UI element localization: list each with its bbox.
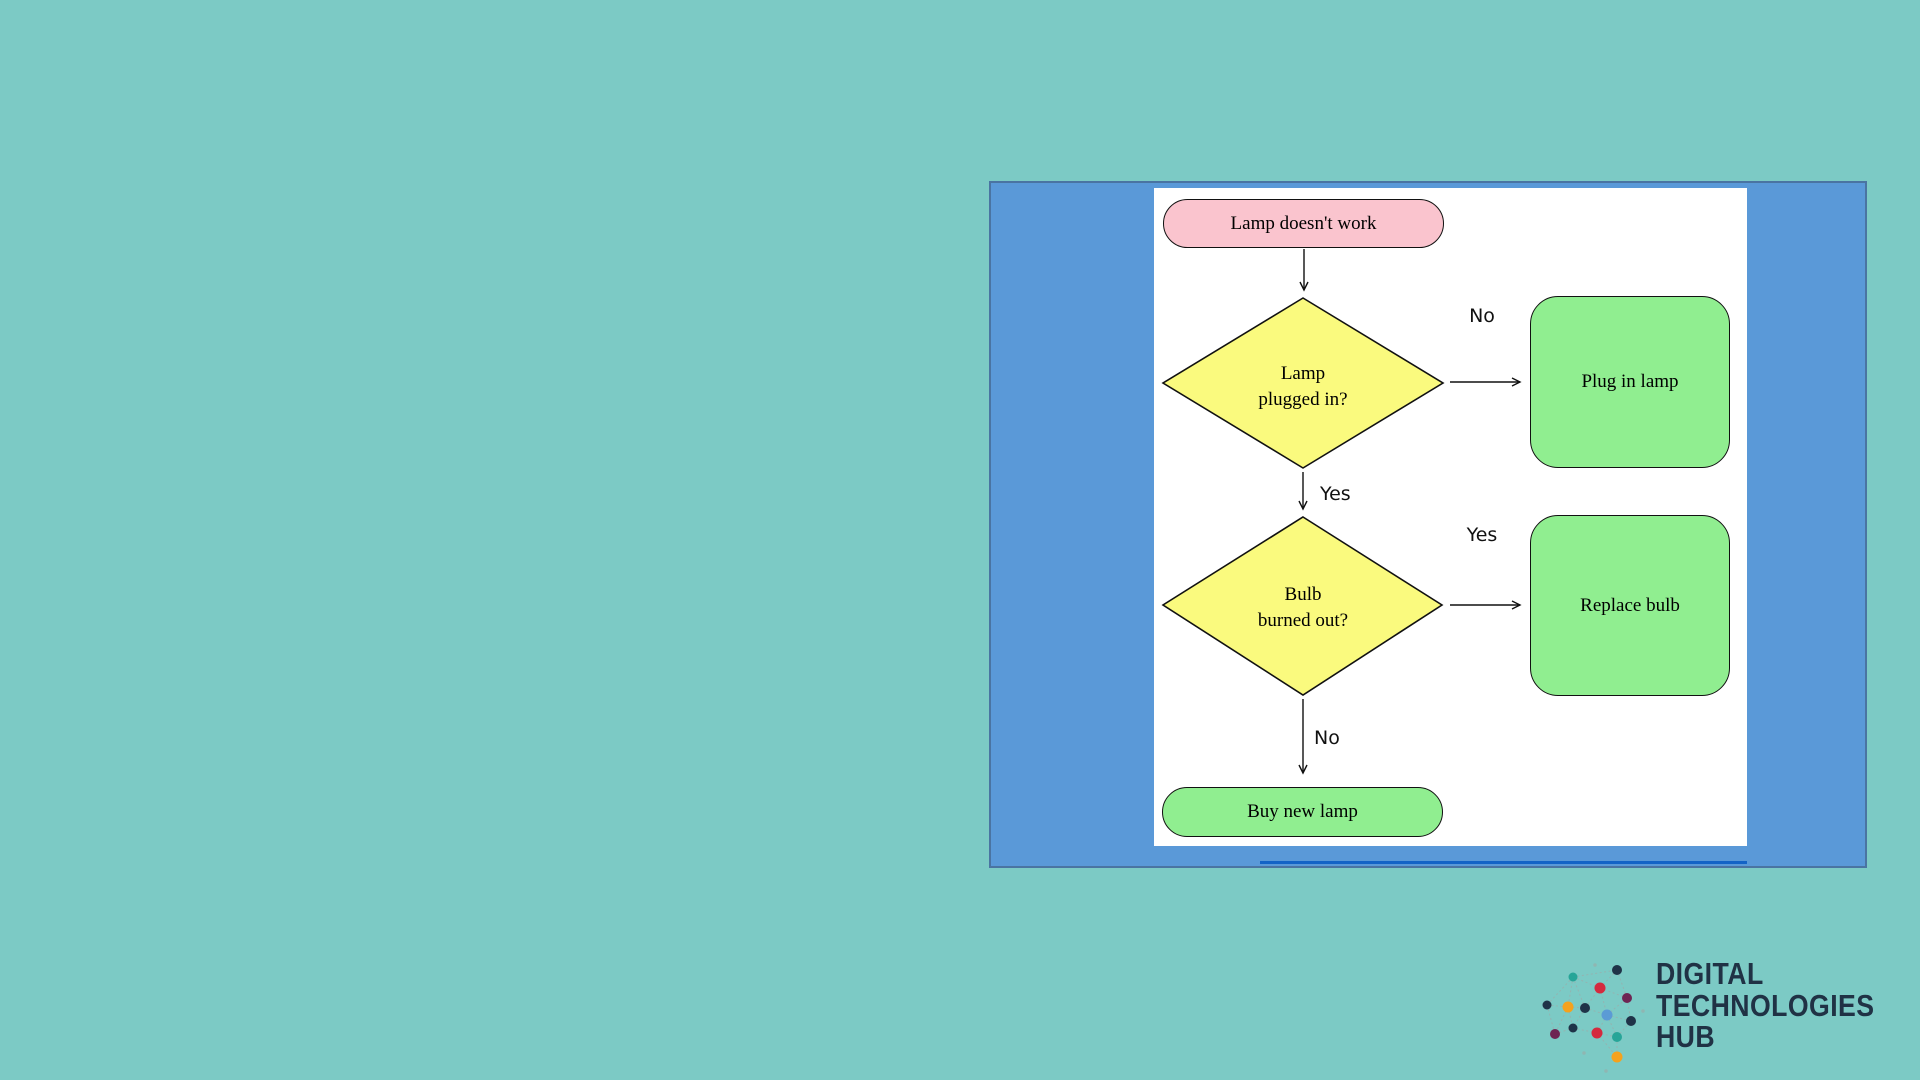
logo-wordmark: DIGITAL TECHNOLOGIES HUB [1656, 958, 1874, 1053]
decision2-line2: burned out? [1257, 610, 1349, 631]
edge-label-yes-2: Yes [1466, 524, 1498, 546]
flow-node-decision2-label: Bulb burned out? [1203, 582, 1403, 634]
edge-label-no-2: No [1314, 727, 1340, 749]
flow-node-decision1-label: Lamp plugged in? [1203, 361, 1403, 413]
logo-network-icon [1542, 963, 1645, 1073]
flow-node-buy-new-lamp-label: Buy new lamp [1247, 801, 1358, 822]
horizontal-scrollbar[interactable] [1260, 861, 1747, 864]
flowchart-canvas: Lamp doesn't work Lamp plugged in? Plug … [1154, 188, 1747, 846]
logo-line-digital: DIGITAL [1656, 956, 1764, 991]
decision2-line1: Bulb [1284, 584, 1322, 605]
flow-node-replace-bulb: Replace bulb [1530, 515, 1730, 696]
decision-diamond-lamp-plugged-in [1161, 297, 1445, 469]
flow-node-start-label: Lamp doesn't work [1230, 212, 1377, 234]
logo-network-dots [1542, 963, 1645, 1073]
flow-node-plug-in-lamp: Plug in lamp [1530, 296, 1730, 468]
flow-node-plug-in-lamp-label: Plug in lamp [1581, 371, 1679, 392]
flow-node-buy-new-lamp: Buy new lamp [1162, 787, 1443, 837]
decision1-line2: plugged in? [1258, 389, 1348, 410]
edge-label-no-1: No [1469, 305, 1495, 327]
logo-line-hub: HUB [1656, 1019, 1716, 1054]
flowchart-connectors [1161, 249, 1522, 775]
decision-diamond-bulb-burned-out [1161, 516, 1444, 696]
decision1-line1: Lamp [1280, 363, 1326, 384]
digital-technologies-hub-logo: DIGITAL TECHNOLOGIES HUB [1538, 952, 1920, 1080]
flow-node-replace-bulb-label: Replace bulb [1580, 594, 1680, 616]
edge-label-yes-1: Yes [1320, 483, 1351, 505]
logo-network-lines [1546, 969, 1632, 1058]
logo-line-technologies: TECHNOLOGIES [1656, 987, 1875, 1023]
flow-node-start: Lamp doesn't work [1163, 199, 1444, 248]
